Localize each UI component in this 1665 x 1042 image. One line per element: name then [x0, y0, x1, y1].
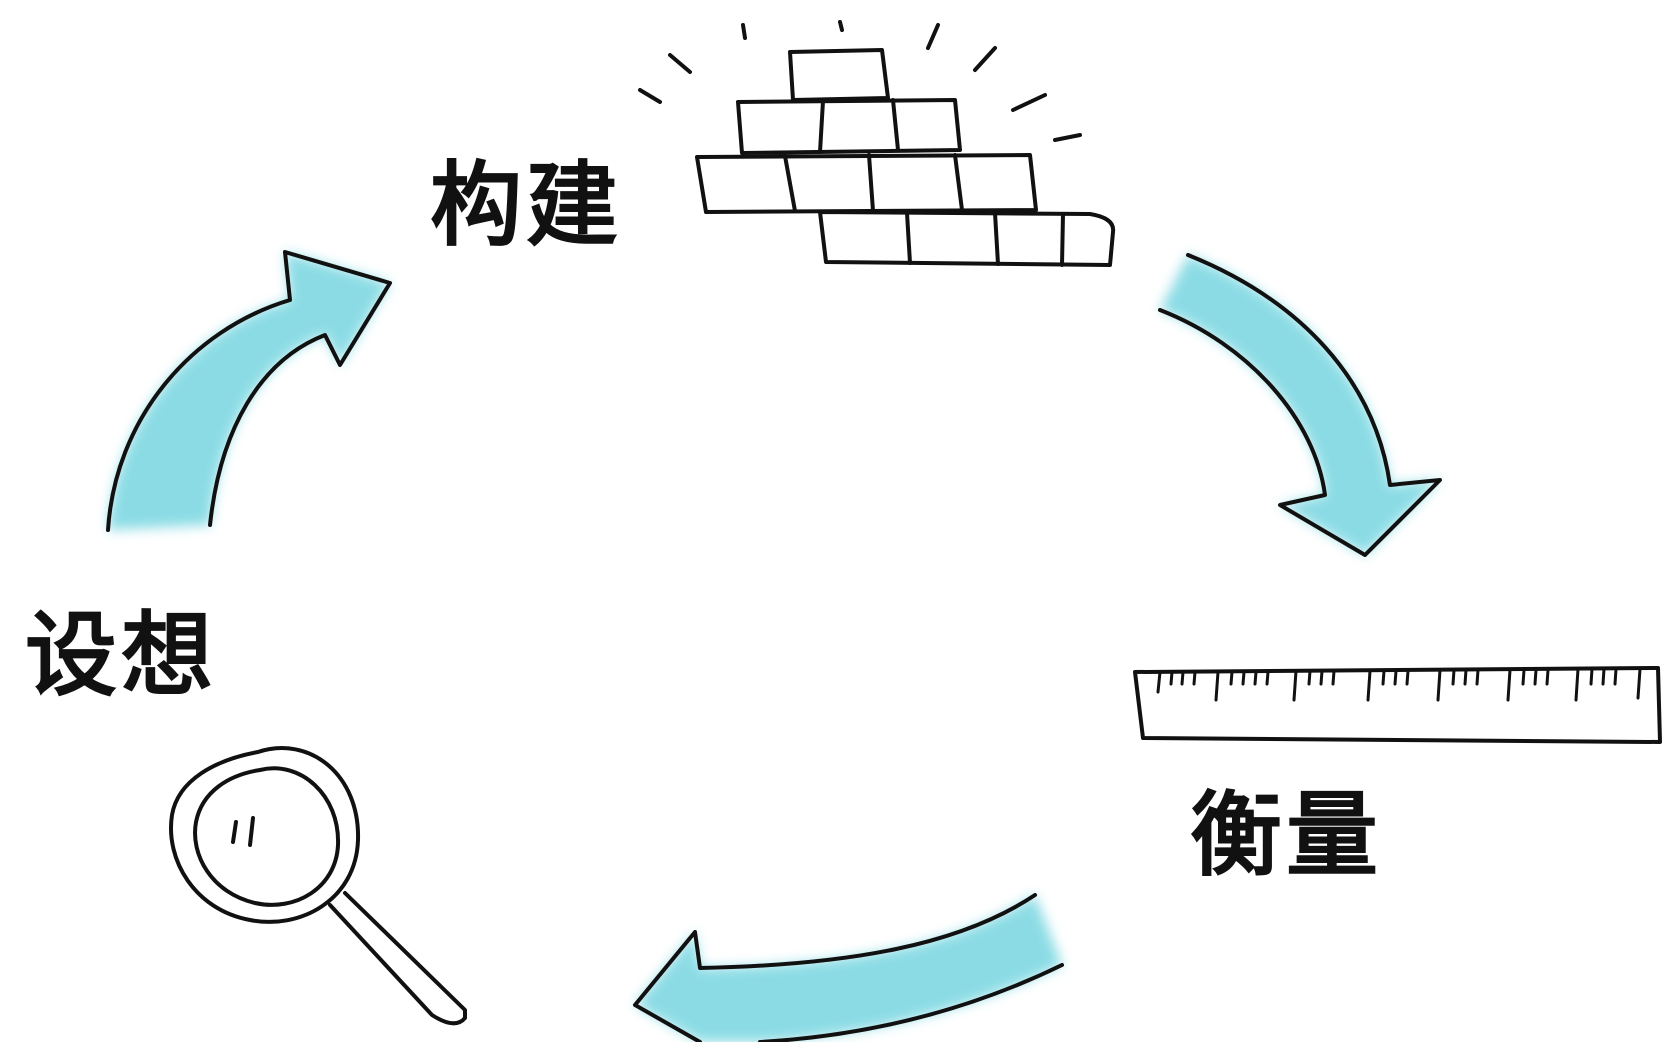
- sparkle-lines: [638, 20, 1082, 142]
- ruler-icon: [1133, 666, 1662, 744]
- brick-pyramid-icon: [638, 20, 1116, 267]
- label-build: 构建: [430, 152, 623, 259]
- label-measure: 衡量: [1190, 782, 1383, 889]
- ruler-ticks: [1156, 667, 1642, 702]
- arrow-ideate-to-build: [106, 250, 392, 532]
- arrow-build-to-measure: [1158, 253, 1442, 557]
- label-ideate: 设想: [25, 602, 218, 709]
- magnifying-glass-icon: [169, 746, 467, 1026]
- arrow-measure-to-ideate: [633, 893, 1064, 1042]
